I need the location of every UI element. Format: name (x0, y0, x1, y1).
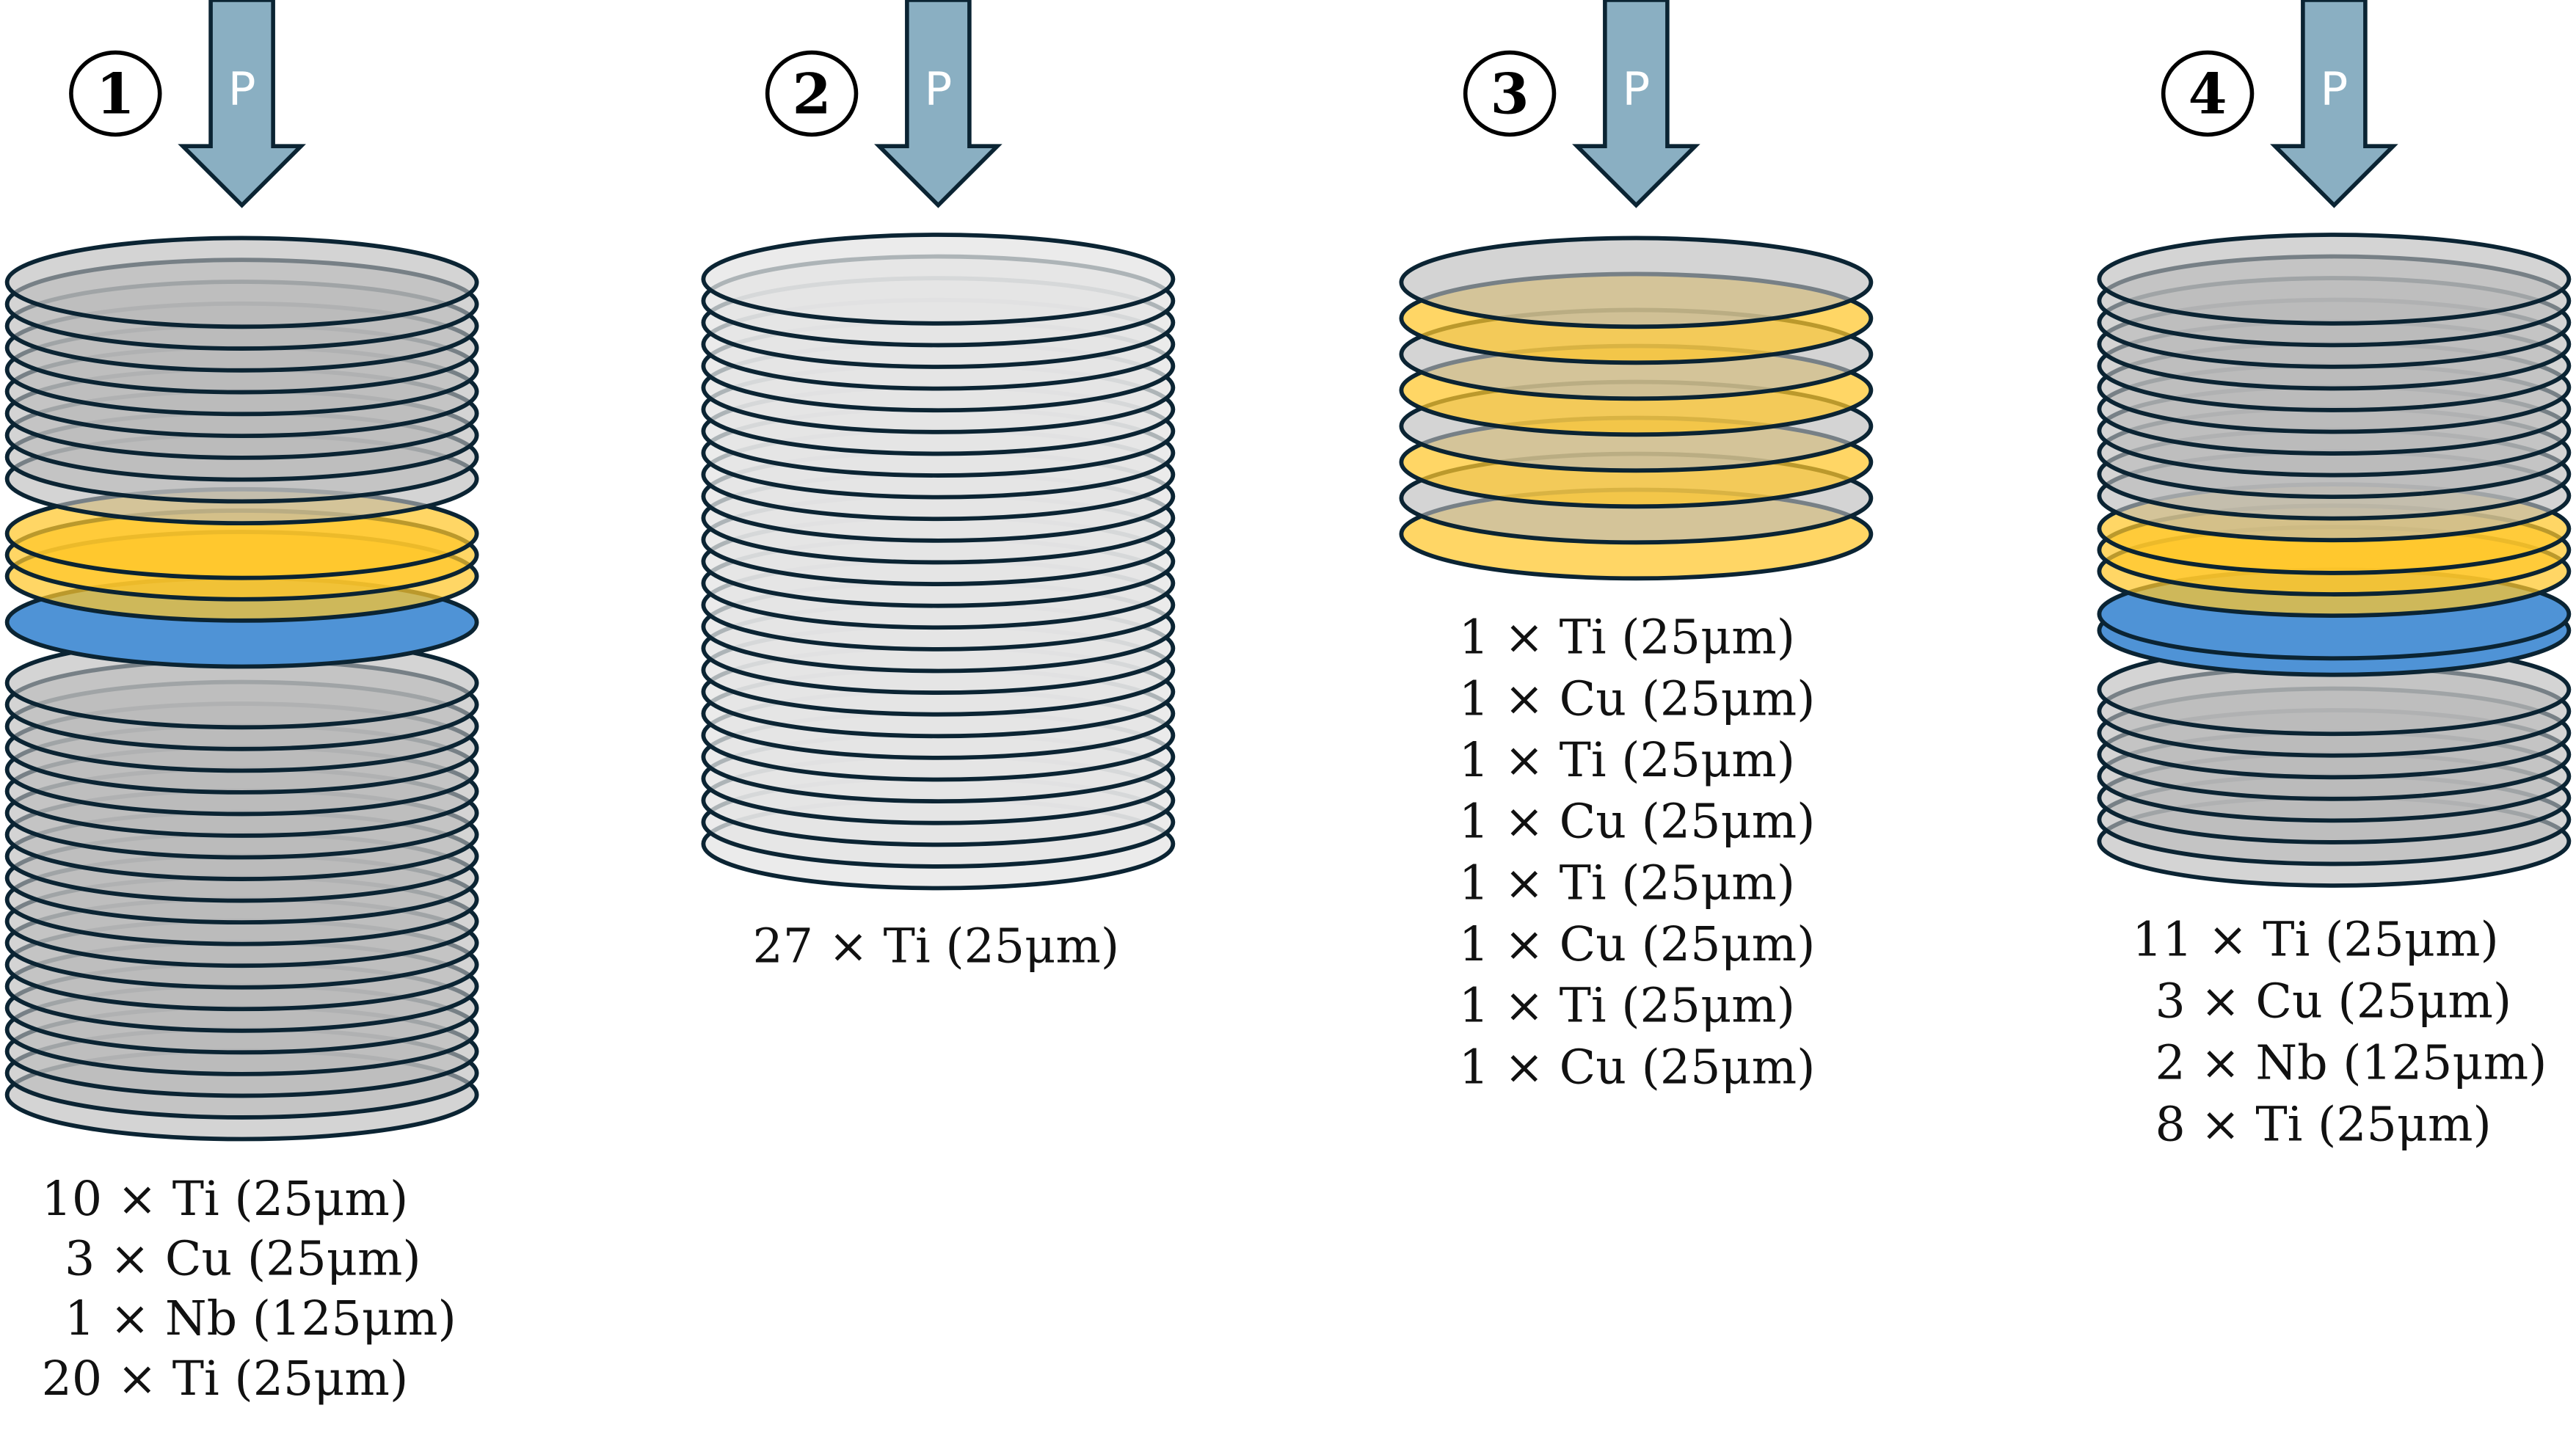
stack-3: P 3 1 × Ti (25μm) 1 × Cu (25μm) 1 × Ti (25μm… (1399, 0, 1874, 1095)
step-number: 3 (1491, 61, 1529, 126)
layer-composition-label: 1 × Cu (25μm) (1459, 1040, 1816, 1095)
pressure-arrow-icon: P (874, 0, 1003, 208)
layer-composition-label: 1 × Cu (25μm) (1459, 671, 1816, 726)
layer-composition-label: 2 × Nb (125μm) (2155, 1036, 2547, 1091)
layer-composition-label: 27 × Ti (25μm) (753, 919, 1120, 974)
disc-stack (701, 233, 1176, 891)
stack-4: P 4 11 × Ti (25μm) 3 × Cu (25μm) 2 × Nb (125… (2097, 0, 2572, 1153)
pressure-arrow-icon: P (2270, 0, 2398, 208)
layer-composition-label: 1 × Cu (25μm) (1459, 917, 1816, 972)
disc-ti (4, 236, 479, 329)
layer-composition-label: 1 × Nb (125μm) (65, 1291, 456, 1346)
disc-stack (4, 236, 479, 1142)
layer-composition-label: 3 × Cu (25μm) (2155, 974, 2511, 1029)
pressure-arrow-icon: P (178, 0, 306, 208)
step-number-circle (1463, 50, 1557, 137)
pressure-label: P (924, 62, 952, 116)
disc-stack (2097, 233, 2572, 888)
layer-composition-label: 1 × Ti (25μm) (1459, 610, 1795, 665)
step-number: 2 (793, 61, 832, 126)
layer-composition-label: 1 × Ti (25μm) (1459, 733, 1795, 788)
step-number-circle (765, 50, 859, 137)
layer-composition-label: 8 × Ti (25μm) (2155, 1098, 2491, 1153)
layer-composition-label: 1 × Cu (25μm) (1459, 795, 1816, 850)
disc-ti (701, 233, 1176, 326)
layer-composition-label: 3 × Cu (25μm) (65, 1232, 421, 1287)
pressure-arrow-icon: P (1572, 0, 1700, 208)
layer-composition-label: 1 × Ti (25μm) (1459, 979, 1795, 1034)
disc-ti (2097, 233, 2572, 326)
stack-2: P 2 27 × Ti (25μm) (701, 0, 1176, 974)
step-number: 1 (96, 61, 135, 126)
layer-composition-label: 10 × Ti (25μm) (42, 1172, 409, 1227)
step-number-circle (69, 50, 162, 137)
pressure-label: P (2320, 62, 2348, 116)
stack-1: P 1 10 × Ti (25μm)3 × Cu (25μm)1 × Nb (125… (4, 0, 479, 1407)
layer-composition-label: 1 × Ti (25μm) (1459, 856, 1795, 911)
disc-ti (1399, 236, 1874, 329)
layer-composition-label: 20 × Ti (25μm) (42, 1351, 409, 1407)
pressure-label: P (1622, 62, 1650, 116)
step-number: 4 (2188, 61, 2227, 126)
step-number-circle (2161, 50, 2255, 137)
pressure-label: P (228, 62, 256, 116)
layer-composition-label: 11 × Ti (25μm) (2132, 912, 2499, 967)
disc-stack (1399, 236, 1874, 581)
